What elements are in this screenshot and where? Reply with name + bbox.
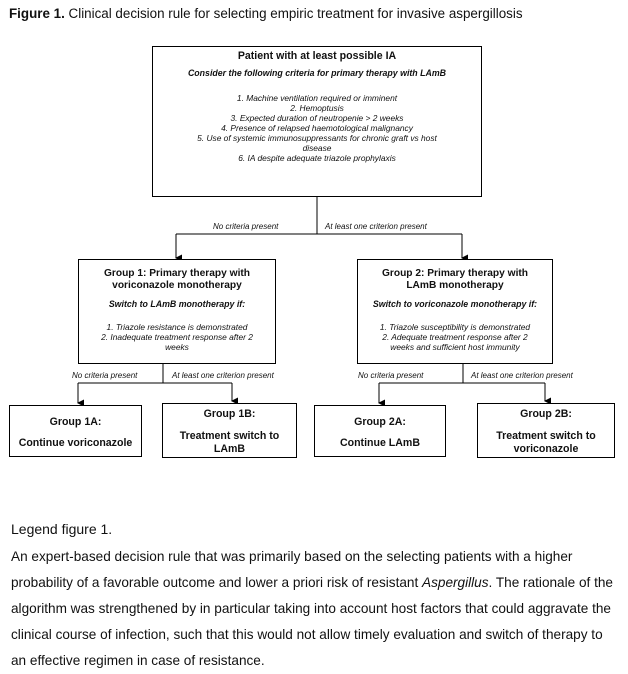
group2b-title: Group 2B: [520, 408, 572, 420]
legend-text-before: An expert-based decision rule that was p… [11, 549, 573, 590]
group1b-action-line2: LAmB [213, 443, 246, 455]
group2b-action-line2: voriconazole [513, 443, 579, 455]
group2-switch-rule: Switch to voriconazole monotherapy if: [372, 299, 538, 309]
group2a-action: Continue LAmB [339, 437, 421, 449]
group1-edge-label-no-criteria: No criteria present [72, 371, 138, 380]
group1-title-line2: voriconazole monotherapy [112, 280, 242, 291]
criterion-item: 6. IA despite adequate triazole prophyla… [238, 153, 396, 163]
legend-body: An expert-based decision rule that was p… [11, 544, 621, 674]
group2b-action-line1: Treatment switch to [496, 430, 596, 442]
criterion-item: weeks and sufficient host immunity [390, 342, 520, 352]
group2-title-line1: Group 2: Primary therapy with [381, 268, 529, 279]
group2-box: Group 2: Primary therapy with LAmB monot… [357, 259, 553, 364]
group2-criteria: 1. Triazole susceptibility is demonstrat… [358, 322, 552, 352]
group1-edge-label-at-least-one: At least one criterion present [172, 371, 274, 380]
top-box-criteria: 1. Machine ventilation required or immin… [153, 93, 481, 163]
criterion-item: 3. Expected duration of neutropenie > 2 … [230, 113, 404, 123]
legend-text-italic: Aspergillus [422, 575, 489, 590]
top-box-title: Patient with at least possible IA [237, 50, 397, 62]
group1-box: Group 1: Primary therapy with voriconazo… [78, 259, 276, 364]
group2a-title: Group 2A: [354, 416, 406, 428]
legend-text-after: . The rationale of the algorithm was str… [11, 575, 613, 668]
criterion-item: 5. Use of systemic immunosuppressants fo… [197, 133, 437, 143]
criterion-item: 1. Triazole resistance is demonstrated [106, 322, 248, 332]
group2-edge-label-at-least-one: At least one criterion present [471, 371, 573, 380]
group1a-box: Group 1A: Continue voriconazole [9, 405, 142, 457]
group1b-action-line1: Treatment switch to [179, 430, 280, 442]
group1-title-line1: Group 1: Primary therapy with [103, 268, 251, 279]
figure-caption: Figure 1. Clinical decision rule for sel… [9, 6, 523, 21]
criterion-item: 2. Hemoptusis [290, 103, 344, 113]
group1a-action: Continue voriconazole [18, 437, 133, 449]
group2-edge-label-no-criteria: No criteria present [358, 371, 424, 380]
criterion-item: 1. Triazole susceptibility is demonstrat… [379, 322, 531, 332]
criterion-item: 1. Machine ventilation required or immin… [236, 93, 398, 103]
group2b-box: Group 2B: Treatment switch to voriconazo… [477, 403, 615, 458]
top-decision-box: Patient with at least possible IA Consid… [152, 46, 482, 197]
group1-switch-rule: Switch to LAmB monotherapy if: [108, 299, 246, 309]
criterion-item: 4. Presence of relapsed haemotological m… [221, 123, 413, 133]
legend-title: Legend figure 1. [11, 521, 113, 537]
group2-title-line2: LAmB monotherapy [406, 280, 504, 291]
group1-criteria: 1. Triazole resistance is demonstrated 2… [79, 322, 275, 352]
top-box-subtitle: Consider the following criteria for prim… [187, 68, 447, 78]
edge-label-no-criteria: No criteria present [213, 222, 279, 231]
group1b-box: Group 1B: Treatment switch to LAmB [162, 403, 297, 458]
criterion-item: weeks [165, 342, 189, 352]
group2a-box: Group 2A: Continue LAmB [314, 405, 446, 457]
criterion-item: 2. Adequate treatment response after 2 [382, 332, 528, 342]
criterion-item: 2. Inadequate treatment response after 2 [101, 332, 253, 342]
figure-label: Figure 1. [9, 6, 65, 21]
figure-caption-text: Clinical decision rule for selecting emp… [68, 6, 523, 21]
group1b-title: Group 1B: [203, 408, 256, 420]
criterion-item: disease [302, 143, 332, 153]
edge-label-at-least-one: At least one criterion present [325, 222, 427, 231]
group1a-title: Group 1A: [49, 416, 102, 428]
